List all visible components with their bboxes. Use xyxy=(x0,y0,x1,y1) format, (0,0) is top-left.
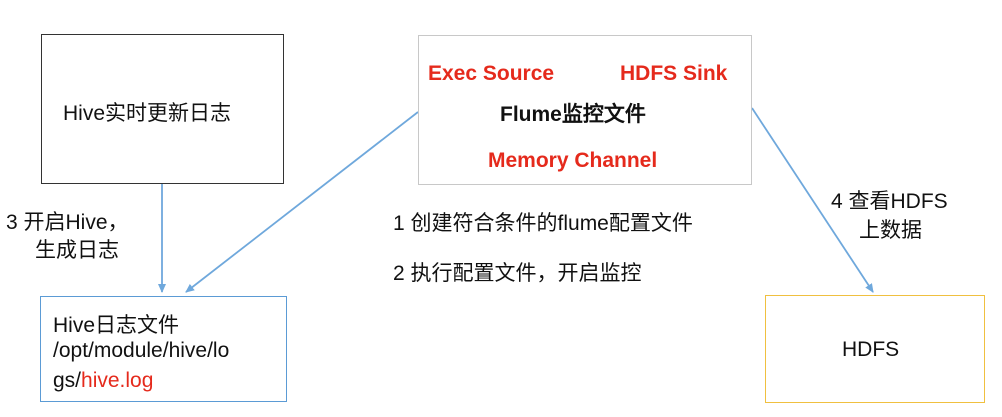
exec-source-label: Exec Source xyxy=(428,62,555,85)
step1-label: 1 创建符合条件的flume配置文件 xyxy=(393,212,693,235)
log-box-path-suffix: gs/ xyxy=(53,369,82,392)
step3-label-line1: 3 开启Hive， xyxy=(6,211,129,234)
memory-channel-label: Memory Channel xyxy=(488,149,658,172)
hdfs-box-label: HDFS xyxy=(842,338,900,361)
step4-label-line2: 上数据 xyxy=(859,219,922,242)
flume-monitor-box: Exec Source HDFS Sink Flume监控文件 Memory C… xyxy=(418,35,752,185)
log-box-path: /opt/module/hive/lo xyxy=(53,339,230,362)
log-box-line3: gs/hive.log xyxy=(53,369,153,393)
arrow-flume-to-log xyxy=(185,111,419,293)
log-file-name: hive.log xyxy=(81,369,154,392)
step2-label: 2 执行配置文件，开启监控 xyxy=(393,262,642,285)
hdfs-sink-label: HDFS Sink xyxy=(620,62,728,85)
arrow-flume-to-hdfs xyxy=(751,107,874,293)
hive-log-file-box: Hive日志文件 /opt/module/hive/lo gs/hive.log xyxy=(40,296,287,402)
hive-box-label: Hive实时更新日志 xyxy=(63,102,232,125)
hive-realtime-log-box: Hive实时更新日志 xyxy=(41,34,284,184)
flume-title: Flume监控文件 xyxy=(500,103,646,126)
hdfs-box: HDFS xyxy=(765,295,985,403)
log-box-line1: Hive日志文件 xyxy=(53,314,180,337)
step3-label-line2: 生成日志 xyxy=(35,239,119,262)
step4-label-line1: 4 查看HDFS xyxy=(831,190,948,213)
